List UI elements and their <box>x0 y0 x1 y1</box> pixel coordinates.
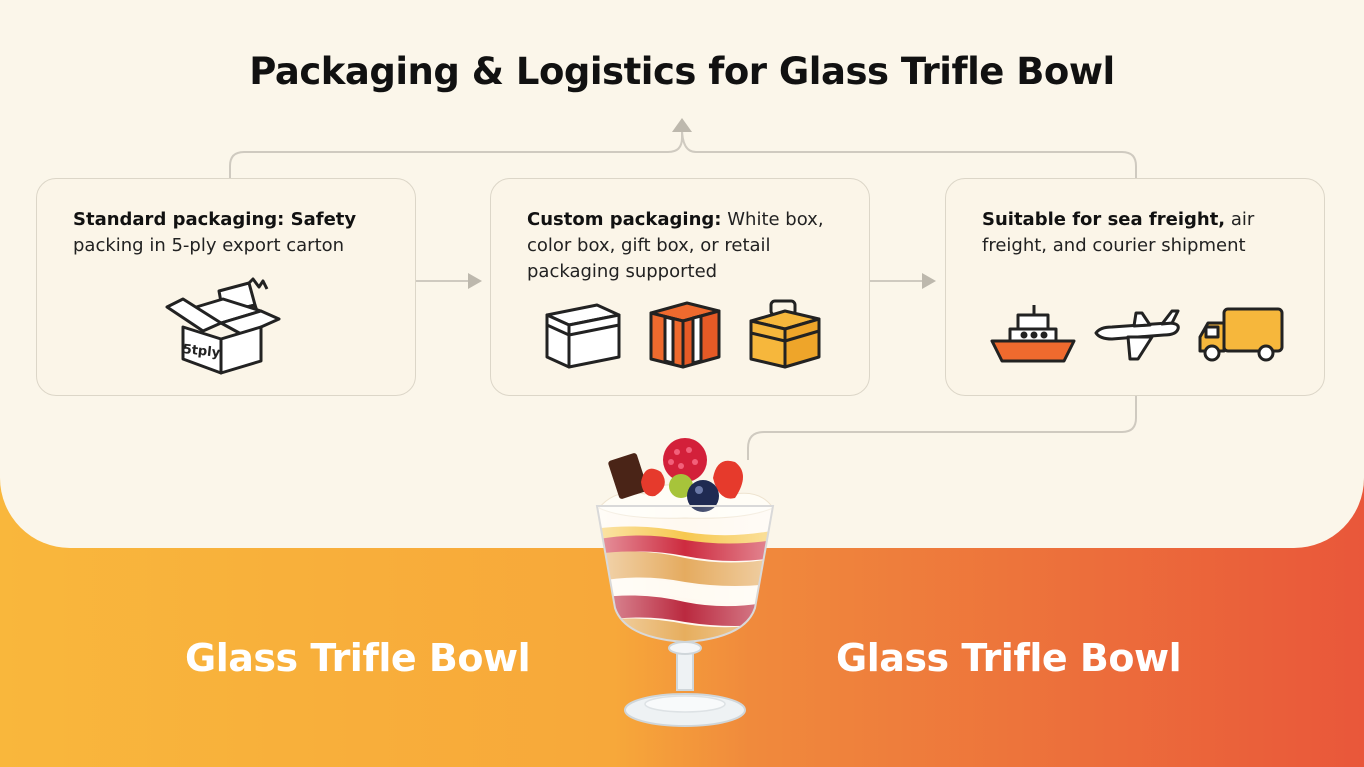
carton-box-icon: 5tply <box>165 277 281 375</box>
card-heading: Custom packaging: <box>527 209 722 230</box>
card-heading: Standard packaging: <box>73 209 285 230</box>
card-custom-text: Custom packaging: White box, color box, … <box>527 207 845 285</box>
color-box-icon <box>749 299 821 369</box>
card-custom-packaging: Custom packaging: White box, color box, … <box>490 178 870 396</box>
right-arrow-icon <box>468 273 482 289</box>
right-arrow-icon <box>922 273 936 289</box>
card-text-line2: packing in 5-ply export carton <box>73 235 345 256</box>
card-shipping: Suitable for sea freight, air freight, a… <box>945 178 1325 396</box>
card-text-line1: White box, <box>721 209 824 230</box>
gift-box-icon <box>649 301 721 369</box>
footer-label-right: Glass Trifle Bowl <box>836 636 1182 680</box>
page-title: Packaging & Logistics for Glass Trifle B… <box>249 50 1115 93</box>
up-arrow-icon <box>672 118 692 132</box>
trifle-bowl-image <box>595 438 775 727</box>
svg-text:5tply: 5tply <box>182 342 221 361</box>
footer-label-left: Glass Trifle Bowl <box>185 636 531 680</box>
card-heading: Suitable for sea freight, <box>982 209 1226 230</box>
ship-icon <box>990 305 1076 363</box>
card-text-line2: color box, gift box, or retail <box>527 235 771 256</box>
card-shipping-text: Suitable for sea freight, air freight, a… <box>982 207 1300 259</box>
card-standard-packaging: Standard packaging: Safety packing in 5-… <box>36 178 416 396</box>
card-standard-text: Standard packaging: Safety packing in 5-… <box>73 207 391 259</box>
truck-icon <box>1198 307 1284 362</box>
card-text-line2: freight, and courier shipment <box>982 235 1246 256</box>
white-box-icon <box>545 303 621 369</box>
airplane-icon <box>1094 309 1180 361</box>
card-text-line1: air <box>1225 209 1255 230</box>
card-text-line1: Safety <box>284 209 357 230</box>
card-text-line3: packaging supported <box>527 261 718 282</box>
